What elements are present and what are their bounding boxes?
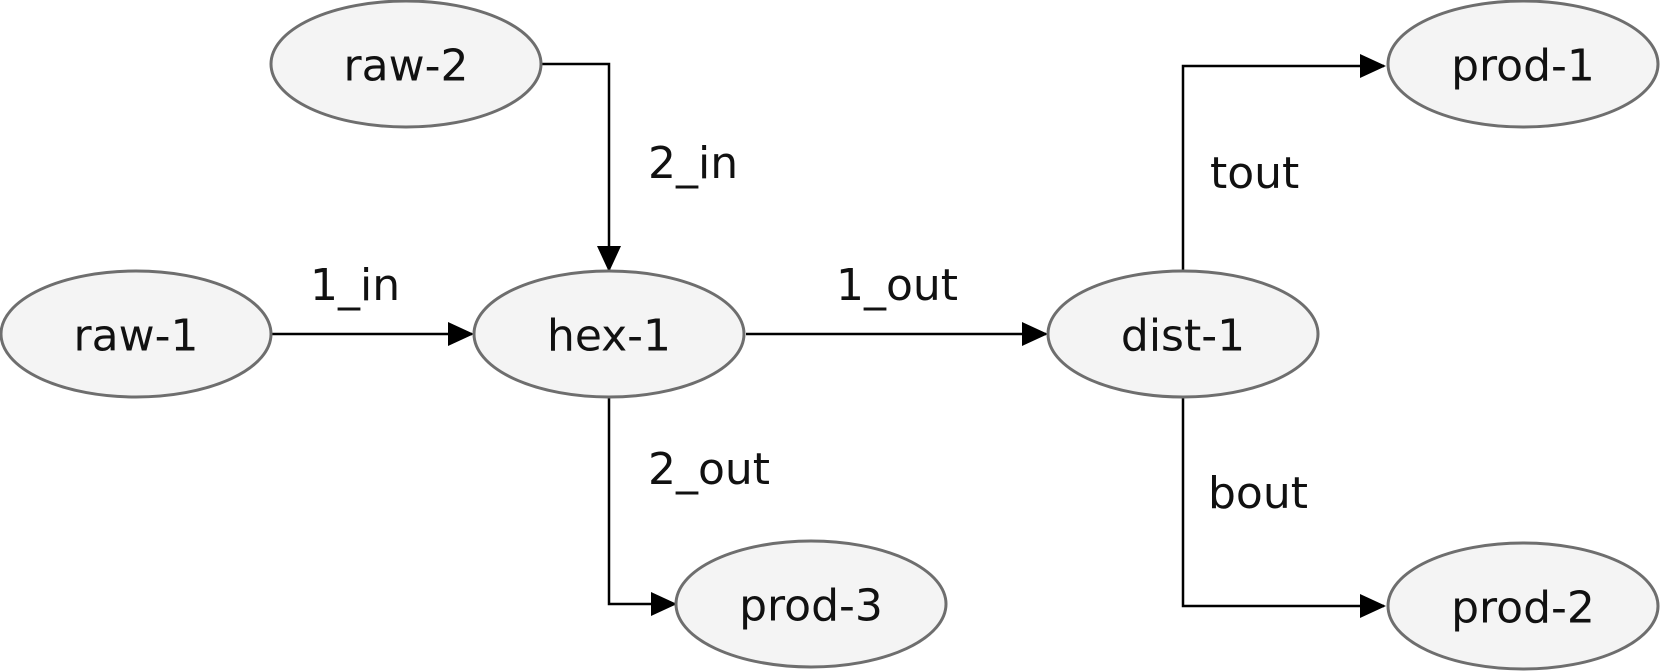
edge-line [542, 62, 621, 272]
node-label: prod-2 [1451, 583, 1595, 634]
edge-raw1-hex1: 1_in [272, 260, 474, 346]
node-label: dist-1 [1121, 311, 1245, 362]
edge-label-bout: bout [1208, 468, 1308, 519]
edge-dist1-prod2: bout [1181, 398, 1386, 618]
node-label: raw-2 [344, 41, 469, 92]
node-shape [674, 539, 948, 669]
edge-label-1-out: 1_out [836, 260, 958, 311]
node-shape [1386, 0, 1660, 129]
node-label: prod-3 [739, 581, 883, 632]
node-shape [0, 269, 273, 399]
edge-hex1-prod3: 2_out [607, 398, 770, 616]
node-shape [472, 269, 746, 399]
node-prod-1[interactable]: prod-1 [1386, 0, 1660, 129]
edge-raw2-hex1: 2_in [542, 62, 738, 272]
node-shape [269, 0, 543, 129]
edge-dist1-prod1: tout [1181, 54, 1386, 270]
node-label: prod-1 [1451, 41, 1595, 92]
node-prod-2[interactable]: prod-2 [1386, 541, 1660, 671]
edge-line [1181, 398, 1386, 618]
edge-line [1181, 54, 1386, 270]
edge-label-2-in: 2_in [648, 138, 738, 189]
node-prod-3[interactable]: prod-3 [674, 539, 948, 669]
edge-line [607, 398, 677, 616]
node-hex-1[interactable]: hex-1 [472, 269, 746, 399]
node-shape [1386, 541, 1660, 671]
edge-label-tout: tout [1210, 148, 1299, 199]
edge-label-1-in: 1_in [310, 260, 400, 311]
edge-hex1-dist1: 1_out [746, 260, 1048, 346]
edge-label-2-out: 2_out [648, 444, 770, 495]
node-raw-2[interactable]: raw-2 [269, 0, 543, 129]
node-shape [1046, 269, 1320, 399]
node-label: hex-1 [547, 311, 671, 362]
node-label: raw-1 [74, 311, 199, 362]
node-dist-1[interactable]: dist-1 [1046, 269, 1320, 399]
node-raw-1[interactable]: raw-1 [0, 269, 273, 399]
